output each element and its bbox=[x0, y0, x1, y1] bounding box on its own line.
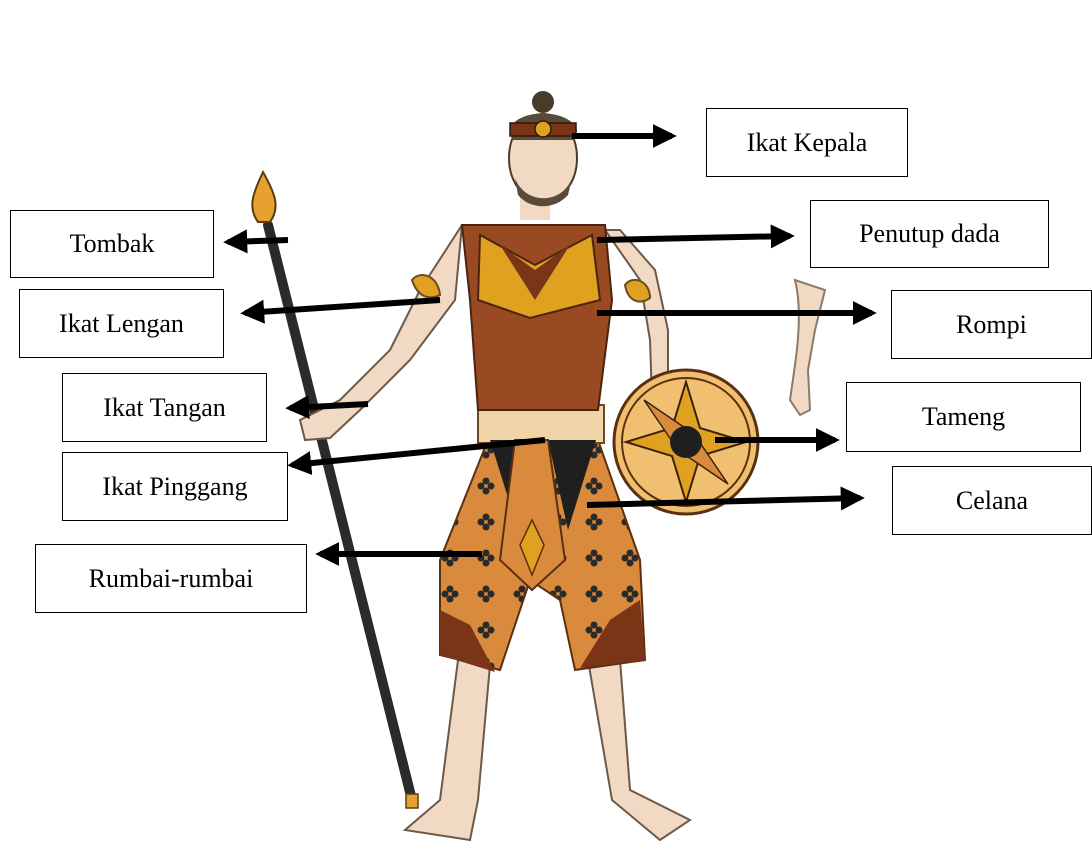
arm-sketch bbox=[790, 280, 825, 415]
label-ikat-pinggang: Ikat Pinggang bbox=[62, 452, 288, 521]
label-ikat-kepala: Ikat Kepala bbox=[706, 108, 908, 177]
label-celana: Celana bbox=[892, 466, 1092, 535]
arrow-celana bbox=[587, 498, 860, 505]
label-tombak: Tombak bbox=[10, 210, 214, 278]
arrow-tombak bbox=[228, 240, 288, 242]
label-rompi: Rompi bbox=[891, 290, 1092, 359]
label-tameng: Tameng bbox=[846, 382, 1081, 452]
arrow-penutup-dada bbox=[597, 236, 790, 240]
label-ikat-tangan: Ikat Tangan bbox=[62, 373, 267, 442]
arrow-ikat-tangan bbox=[290, 404, 368, 408]
vest bbox=[462, 225, 612, 410]
legs bbox=[405, 660, 690, 840]
label-ikat-lengan: Ikat Lengan bbox=[19, 289, 224, 358]
head bbox=[509, 91, 577, 220]
label-penutup-dada: Penutup dada bbox=[810, 200, 1049, 268]
label-rumbai-rumbai: Rumbai-rumbai bbox=[35, 544, 307, 613]
